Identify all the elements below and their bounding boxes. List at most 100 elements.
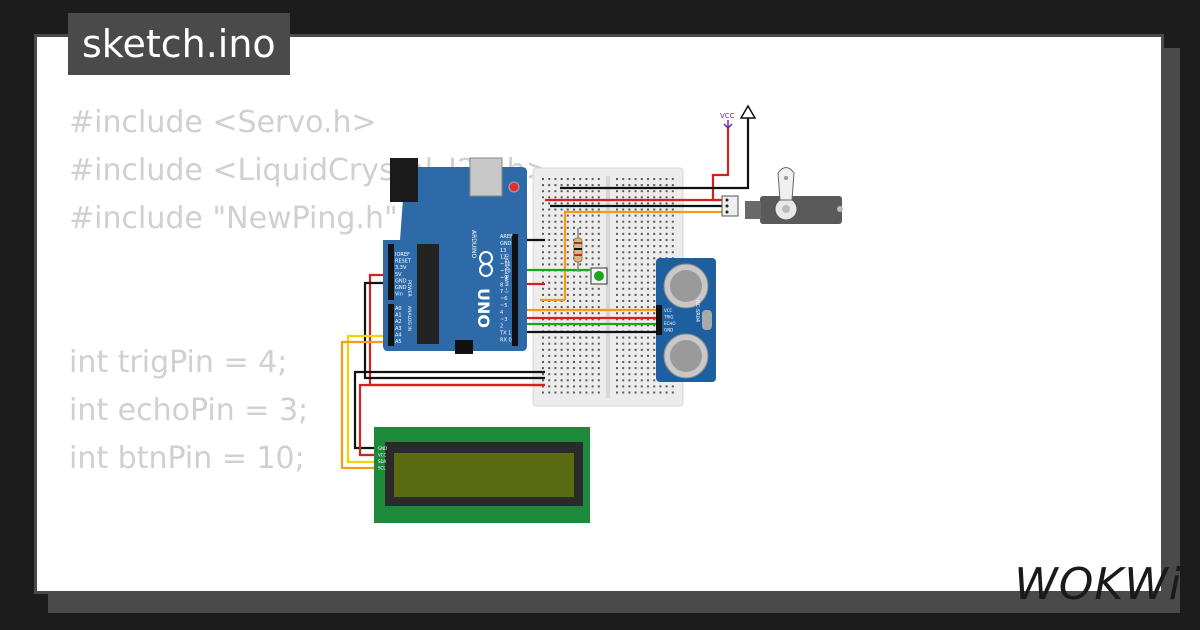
breadboard-hole [573, 178, 575, 180]
analog-pin-label: A1 [395, 313, 402, 319]
breadboard-hole [616, 300, 618, 302]
breadboard-hole [653, 251, 656, 254]
breadboard-hole [542, 263, 544, 266]
breadboard-hole [628, 214, 631, 217]
breadboard-hole [548, 336, 551, 339]
breadboard-hole [653, 196, 656, 199]
power-pin-label: GND [395, 285, 407, 291]
breadboard-hole [585, 257, 588, 260]
breadboard-hole [591, 239, 594, 241]
breadboard-hole [554, 226, 557, 229]
breadboard-hole [640, 208, 643, 211]
breadboard-hole [560, 318, 563, 321]
breadboard-hole [616, 208, 618, 211]
breadboard-hole [622, 348, 625, 351]
power-section-label: POWER [406, 280, 412, 297]
breadboard-hole [573, 232, 575, 235]
breadboard-hole [659, 245, 662, 248]
breadboard-hole [628, 348, 631, 351]
breadboard-hole [548, 251, 551, 254]
breadboard-hole [585, 385, 588, 388]
breadboard-hole [616, 245, 618, 248]
breadboard-hole [622, 257, 625, 260]
breadboard-hole [554, 293, 557, 296]
breadboard-hole [616, 281, 618, 284]
sensor-pin-label: TRIG [663, 315, 674, 320]
breadboard-hole [560, 361, 563, 363]
breadboard-hole [597, 385, 600, 388]
push-button [590, 267, 608, 285]
breadboard-hole [616, 251, 618, 254]
ground-symbol [739, 104, 757, 119]
breadboard-hole [628, 318, 631, 321]
breadboard-hole [548, 354, 551, 357]
breadboard-hole [542, 232, 544, 235]
breadboard-hole [616, 342, 618, 345]
breadboard-hole [597, 324, 600, 327]
breadboard-hole [640, 312, 643, 315]
digital-pin-label: ~3 [500, 317, 507, 323]
breadboard-hole [622, 251, 625, 254]
breadboard-hole [622, 214, 625, 217]
breadboard-hole [548, 190, 551, 193]
breadboard-hole [579, 348, 582, 351]
breadboard-hole [640, 367, 643, 370]
breadboard-hole [548, 239, 551, 241]
breadboard-hole [653, 336, 656, 339]
breadboard-hole [548, 257, 551, 260]
code-line-7: int echoPin = 3; [69, 393, 309, 428]
breadboard-hole [542, 190, 544, 193]
breadboard-hole [659, 202, 662, 205]
breadboard-hole [542, 361, 544, 363]
breadboard-hole [653, 226, 656, 229]
breadboard-hole [560, 373, 563, 376]
breadboard-hole [628, 269, 631, 272]
breadboard-hole [579, 275, 582, 278]
breadboard-hole [647, 336, 649, 339]
breadboard-hole [542, 196, 544, 199]
breadboard-hole [560, 208, 563, 211]
breadboard-hole [671, 190, 674, 193]
breadboard-hole [671, 239, 674, 241]
breadboard-hole [616, 391, 618, 394]
breadboard-hole [665, 208, 668, 211]
breadboard-hole [616, 214, 618, 217]
breadboard-hole [548, 348, 551, 351]
breadboard-hole [591, 312, 594, 315]
breadboard-hole [647, 287, 649, 290]
breadboard-hole [585, 239, 588, 241]
breadboard-hole [622, 293, 625, 296]
breadboard-hole [640, 306, 643, 309]
breadboard-hole [659, 232, 662, 235]
breadboard-hole [585, 214, 588, 217]
breadboard-hole [579, 391, 582, 394]
breadboard-hole [573, 300, 575, 302]
analog-section-label: ANALOG IN [406, 306, 412, 331]
breadboard-hole [665, 245, 668, 248]
breadboard-hole [647, 220, 649, 223]
vcc-symbol: VCC [720, 112, 735, 130]
analog-pin-label: A0 [395, 306, 402, 312]
breadboard-hole [653, 306, 656, 309]
breadboard-hole [548, 318, 551, 321]
breadboard-hole [647, 190, 649, 193]
breadboard-hole [628, 226, 631, 229]
breadboard-hole [573, 336, 575, 339]
breadboard-hole [616, 312, 618, 315]
breadboard-hole [659, 220, 662, 223]
breadboard-hole [560, 354, 563, 357]
digital-pin-label: 12 [500, 255, 506, 261]
breadboard-hole [634, 208, 637, 211]
breadboard-hole [554, 336, 557, 339]
breadboard-hole [628, 257, 631, 260]
breadboard-hole [653, 220, 656, 223]
breadboard-hole [647, 196, 649, 199]
breadboard-hole [616, 379, 618, 382]
breadboard-hole [622, 245, 625, 248]
breadboard-hole [591, 251, 594, 254]
breadboard-hole [628, 373, 631, 376]
breadboard-hole [542, 226, 544, 229]
breadboard-hole [579, 379, 582, 382]
